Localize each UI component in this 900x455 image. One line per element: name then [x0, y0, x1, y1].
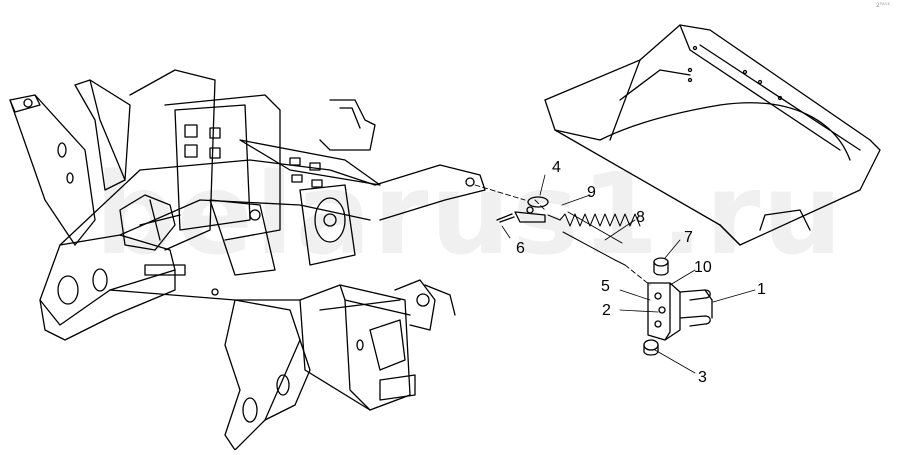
callout-1: 1 — [757, 281, 766, 298]
corner-mark: 2ᴾᴬᴳᴱ — [876, 2, 890, 9]
callout-5: 5 — [601, 278, 610, 295]
tension-spring — [547, 211, 641, 266]
callout-7: 7 — [684, 229, 693, 246]
callout-9: 9 — [587, 184, 596, 201]
callout-8: 8 — [636, 209, 645, 226]
nut — [643, 339, 659, 356]
callout-4: 4 — [552, 159, 561, 176]
tractor-front-frame — [9, 69, 486, 451]
callout-6: 6 — [516, 240, 525, 257]
u-bolt — [679, 289, 713, 327]
assembly-lines — [474, 184, 651, 286]
callout-10: 10 — [694, 259, 712, 276]
leader-lines — [501, 174, 756, 374]
callout-2: 2 — [602, 302, 611, 319]
cap — [653, 257, 669, 276]
bracket — [647, 282, 681, 341]
shackle-assembly — [496, 196, 549, 223]
cross-member — [544, 24, 881, 246]
callout-3: 3 — [698, 369, 707, 386]
